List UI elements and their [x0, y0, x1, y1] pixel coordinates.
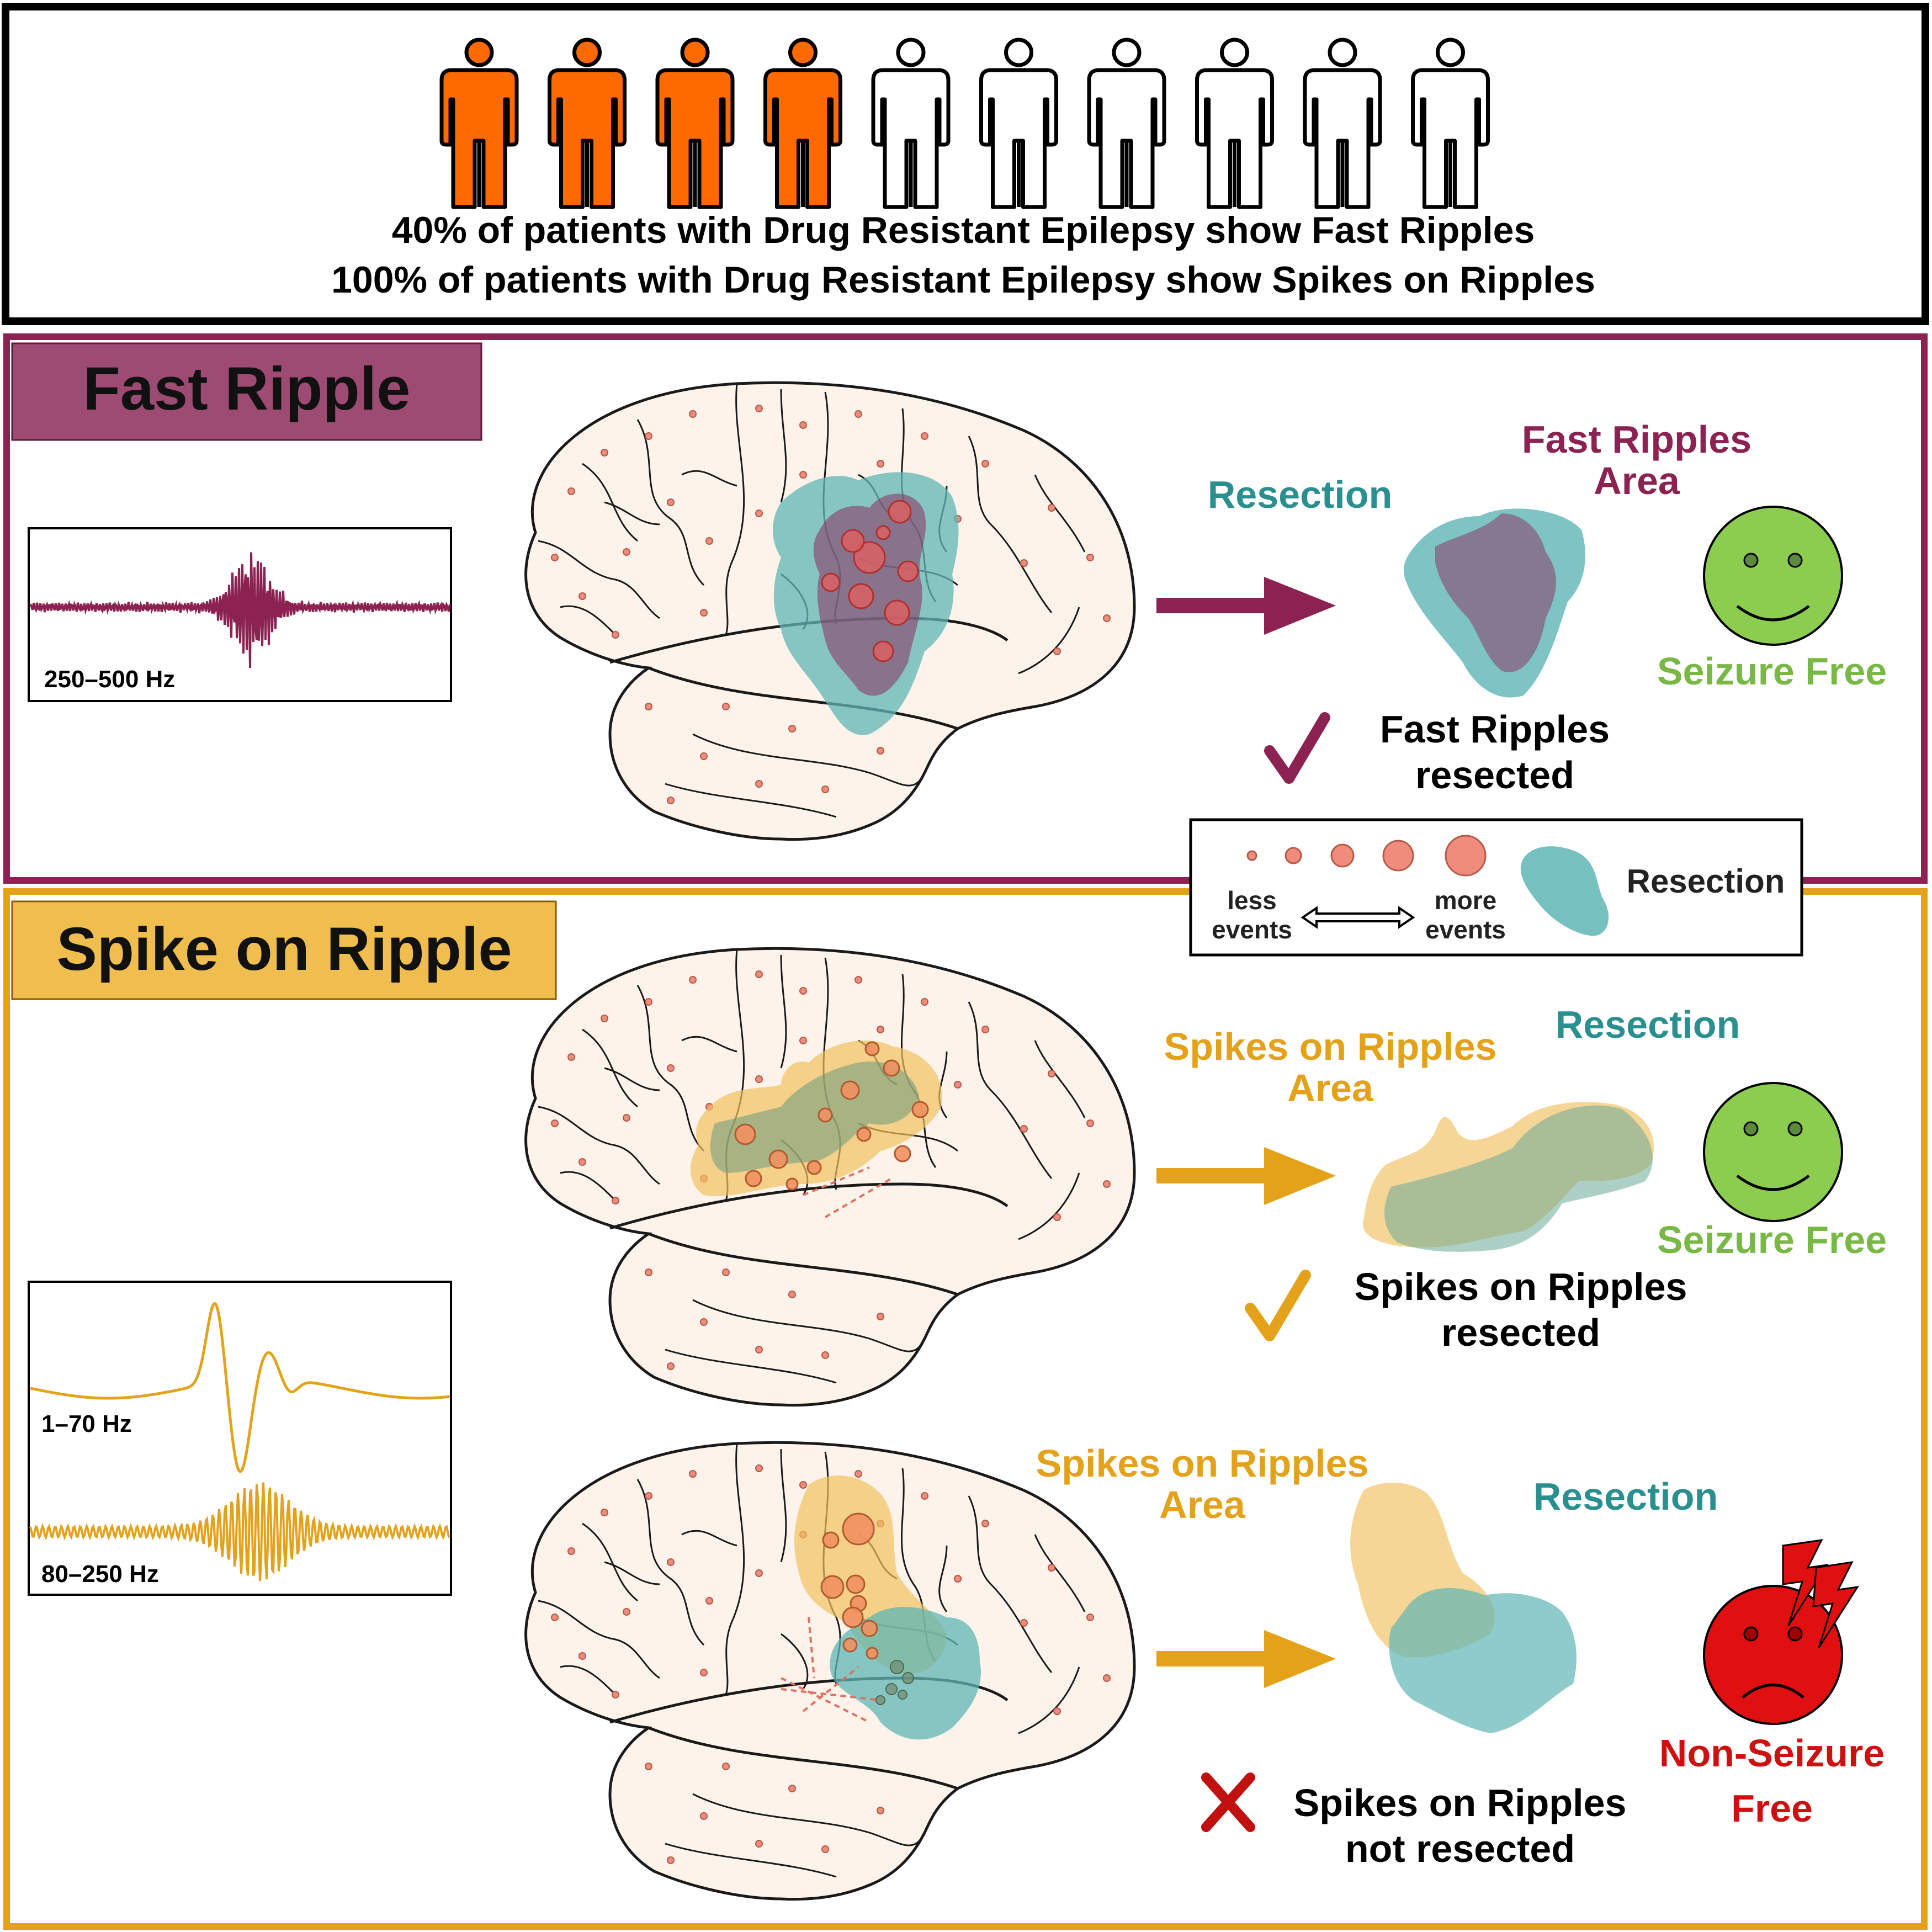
header-line-1: 40% of patients with Drug Resistant Epil…: [392, 209, 1535, 251]
eye: [1787, 1121, 1803, 1137]
fast-ripple-title-box: [11, 342, 482, 441]
spike-ripple-brain-2: [526, 1442, 1134, 1899]
case2-area-label-2: Area: [1159, 1483, 1246, 1526]
fast-ripple-waveform: [29, 552, 451, 668]
fast-ripple-area-label-2: Area: [1594, 459, 1680, 502]
legend-more-1: more: [1435, 886, 1496, 915]
path: [781, 1617, 881, 1723]
case1-area-label-1: Spikes on Ripples: [1164, 1025, 1497, 1068]
case2-cross-line-2: not resected: [1345, 1827, 1575, 1870]
lightning-icon: [1782, 1539, 1829, 1626]
case2-resection-shape: [1389, 1588, 1577, 1733]
arrow-head: [1264, 1630, 1336, 1688]
fast-ripple-area-shape: [1435, 513, 1556, 672]
eye: [1743, 553, 1759, 568]
legend-event-size-dots: [1246, 835, 1487, 877]
header-line-2: 100% of patients with Drug Resistant Epi…: [331, 259, 1595, 301]
spike-frequency-label: 1–70 Hz: [41, 1410, 132, 1437]
legend-more-2: events: [1425, 915, 1506, 944]
ripple-frequency-label: 80–250 Hz: [41, 1561, 159, 1588]
spike-ripple-title: Spike on Ripple: [56, 915, 512, 983]
arrow-head: [1264, 577, 1336, 635]
case1-check-line-2: resected: [1441, 1311, 1600, 1354]
spike-waveform: [30, 1302, 450, 1473]
lightning-icon: [1812, 1561, 1860, 1648]
case2-resection-label: Resection: [1533, 1475, 1718, 1518]
fast-ripple-outcome: Seizure Free: [1657, 650, 1887, 693]
spike-ripple-title-box: [11, 900, 557, 1000]
case1-area-label-2: Area: [1287, 1066, 1374, 1110]
sad-face-icon: [1703, 1585, 1843, 1725]
case2-area-label-1: Spikes on Ripples: [1036, 1442, 1369, 1485]
case1-outcome: Seizure Free: [1657, 1218, 1887, 1261]
cross-icon: [1201, 1772, 1255, 1832]
legend-resection-label: Resection: [1627, 863, 1785, 900]
happy-face-icon: [1703, 506, 1843, 646]
fast-ripple-brain: [526, 383, 1134, 839]
path: [1742, 1684, 1804, 1699]
eye: [1743, 1121, 1759, 1137]
path: [1736, 605, 1810, 622]
case2-outcome-1: Non-Seizure: [1659, 1732, 1885, 1775]
legend-box: [1189, 818, 1803, 957]
case2-cross-line-1: Spikes on Ripples: [1294, 1781, 1627, 1824]
case2-outcome-2: Free: [1731, 1787, 1813, 1830]
fast-ripple-resection-label: Resection: [1208, 473, 1393, 516]
happy-face-icon: [1703, 1082, 1843, 1222]
legend-less-1: less: [1227, 886, 1277, 915]
path: [1736, 1175, 1810, 1191]
fast-ripple-check-line-2: resected: [1415, 753, 1574, 797]
double-arrow-icon: [1301, 906, 1415, 929]
resection-area: [710, 1061, 919, 1173]
arrow-head: [1264, 1147, 1336, 1205]
eye: [1787, 1626, 1803, 1642]
case1-check-line-1: Spikes on Ripples: [1355, 1265, 1687, 1308]
fast-ripple-title: Fast Ripple: [83, 355, 411, 423]
legend-resection-swatch: [1520, 846, 1609, 936]
check-icon: [1245, 1270, 1311, 1341]
eye: [1743, 1626, 1759, 1642]
header-panel: [2, 3, 1929, 325]
eye: [1787, 553, 1803, 568]
case1-resection-shape: [1384, 1105, 1653, 1252]
fast-ripple-area-label-1: Fast Ripples: [1522, 418, 1751, 461]
case1-resection-label: Resection: [1556, 1003, 1740, 1046]
ripple-waveform: [29, 1482, 450, 1581]
spike-ripple-brain-1: [526, 948, 1134, 1405]
legend-less-2: events: [1212, 915, 1292, 944]
fast-ripple-frequency-label: 250–500 Hz: [44, 666, 175, 693]
path: [803, 1166, 893, 1218]
fast-ripple-check-line-1: Fast Ripples: [1380, 708, 1610, 751]
check-icon: [1264, 712, 1330, 784]
